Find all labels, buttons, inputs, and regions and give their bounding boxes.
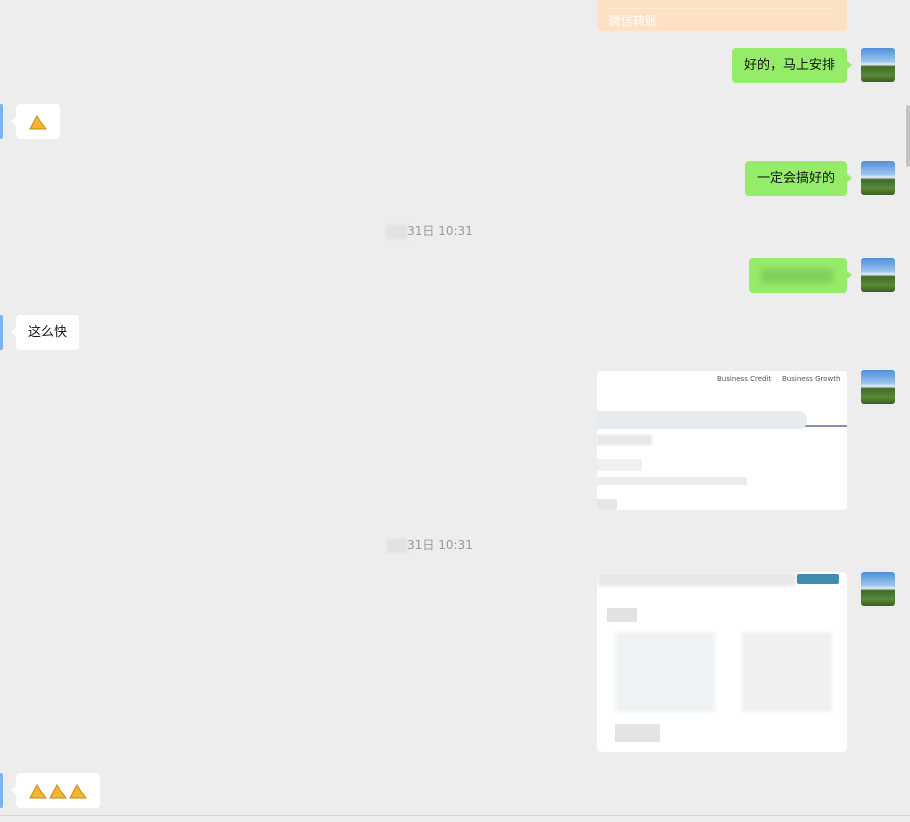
transfer-label: 微信转账	[609, 14, 658, 28]
contact-avatar[interactable]	[0, 773, 3, 808]
image-message[interactable]	[597, 572, 847, 752]
pray-emoji-icon	[49, 783, 67, 798]
avatar[interactable]	[861, 572, 895, 606]
timestamp: 31日 10:31	[0, 222, 860, 239]
contact-avatar[interactable]	[0, 315, 3, 350]
avatar[interactable]	[861, 370, 895, 404]
pray-emoji-icon	[29, 783, 47, 798]
timestamp: 31日 10:31	[0, 536, 860, 553]
message-bubble[interactable]: 这么快	[10, 315, 80, 350]
blurred-message[interactable]	[749, 258, 852, 293]
image-message[interactable]: Business Credit Business Growth	[597, 371, 847, 510]
pray-emoji-icon	[29, 114, 47, 129]
scrollbar[interactable]	[906, 105, 910, 167]
message-bubble[interactable]: 好的，马上安排	[731, 48, 853, 83]
image-nav-text: Business Growth	[782, 375, 841, 383]
contact-avatar[interactable]	[0, 104, 3, 139]
pray-emoji-icon	[69, 783, 87, 798]
emoji-message[interactable]	[11, 773, 100, 808]
emoji-message[interactable]	[11, 104, 60, 139]
image-nav-text: Business Credit	[717, 375, 772, 383]
message-bubble[interactable]: 一定会搞好的	[744, 161, 853, 196]
avatar[interactable]	[861, 258, 895, 292]
divider	[0, 815, 910, 816]
transfer-card[interactable]: 微信转账	[597, 0, 847, 31]
avatar[interactable]	[861, 48, 895, 82]
avatar[interactable]	[861, 161, 895, 195]
